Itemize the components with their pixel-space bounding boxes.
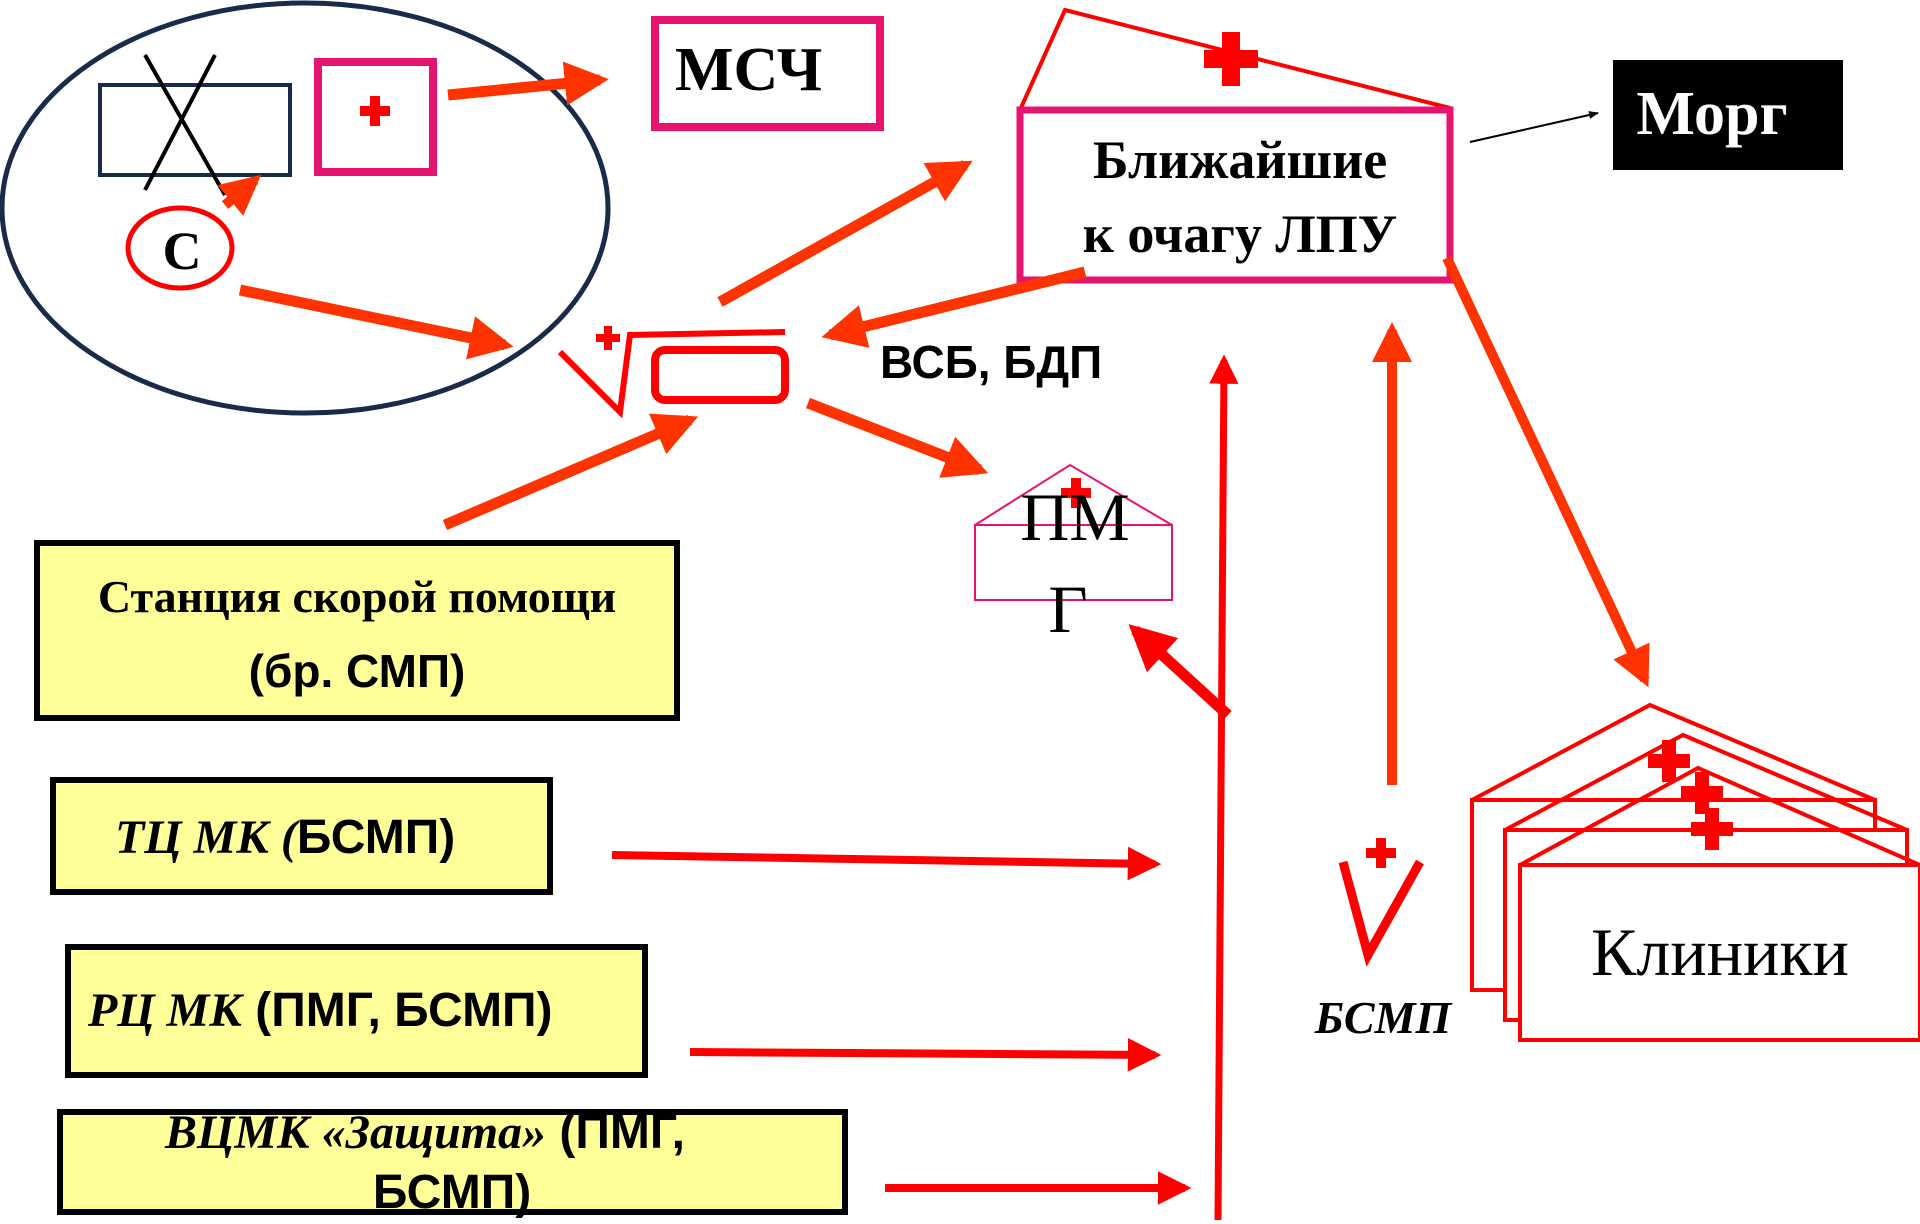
ambulance-station-box (34, 540, 680, 721)
vcmk-box (57, 1109, 848, 1215)
bsmp-label: БСМП (1314, 992, 1453, 1043)
ambulance-station-line2: (бр. СМП) (249, 645, 466, 697)
outbreak-ellipse (0, 0, 611, 416)
rc-mk-label: РЦ МК (ПМГ, БСМП) (87, 984, 553, 1037)
arrow-tc-mk-to-trunk (611, 846, 1162, 881)
msch-box (651, 16, 884, 131)
morgue-label: Морг (1636, 80, 1787, 148)
ambulance-icon (557, 326, 789, 419)
pmg-line1: ПМ (1020, 479, 1130, 555)
arrow-station-to-ambulance (442, 413, 699, 531)
arrow-c-to-ambulance (238, 284, 514, 360)
red-cross-icon (1691, 808, 1733, 850)
arrow-ambulance-to-nearest (717, 160, 973, 307)
c-circle (125, 205, 235, 291)
rc-mk-box (65, 944, 648, 1078)
arrow-trunk-to-pmg (1128, 624, 1232, 720)
vsb-bdp-label: ВСБ, БДП (880, 336, 1102, 388)
arrow-rc-mk-to-trunk (689, 1038, 1162, 1072)
arrow-nearest-to-ambulance (821, 266, 1087, 348)
morgue-box (1613, 60, 1843, 170)
tc-mk-label: ТЦ МК (БСМП) (115, 811, 455, 864)
clinics-buildings (1470, 702, 1920, 1042)
circle-letter: С (163, 221, 202, 281)
first-aid-post-icon (314, 58, 437, 176)
pmg-building (974, 463, 1173, 601)
ambulance-station-line1: Станция скорой помощи (98, 571, 616, 622)
arrow-to-morgue (1469, 111, 1599, 143)
red-cross-icon (1061, 478, 1091, 508)
bsmp-ambulance-icon (1338, 838, 1424, 967)
msch-label: МСЧ (675, 36, 822, 104)
tc-mk-box (50, 777, 553, 895)
pmg-line2: Г (1048, 571, 1087, 647)
nearest-hospital-line2: к очагу ЛПУ (1083, 204, 1398, 264)
arrow-nearest-to-clinics (1442, 255, 1650, 688)
vcmk-label-line2: БСМП) (373, 1166, 531, 1219)
arrow-ambulance-to-pmg (806, 397, 989, 478)
nearest-hospital-line1: Ближайшие (1093, 130, 1387, 190)
nearest-hospital-building (1016, 7, 1454, 284)
arrow-post-to-msch (447, 61, 609, 106)
trunk-arrow-to-nearest (1209, 354, 1239, 1221)
destroyed-building-icon (98, 54, 292, 196)
arrow-c-to-building (217, 174, 262, 216)
red-cross-icon (1204, 32, 1258, 86)
clinics-label: Клиники (1591, 914, 1849, 990)
vcmk-label: ВЦМК «Защита» (ПМГ, (164, 1106, 685, 1159)
